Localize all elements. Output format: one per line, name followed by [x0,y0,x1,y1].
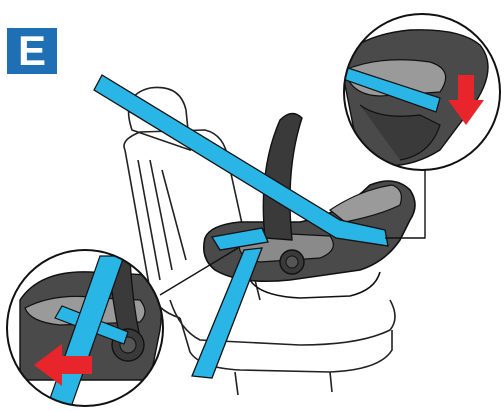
vehicle-seat-belt [93,74,389,379]
callout-leader-lines [159,158,426,296]
zoom-callout-top [343,13,501,171]
zoom-callout-bottom [6,249,164,407]
arrow-down-icon [448,75,484,125]
step-letter: E [17,27,46,74]
step-badge: E [7,28,57,74]
arrow-left-icon [34,344,92,386]
